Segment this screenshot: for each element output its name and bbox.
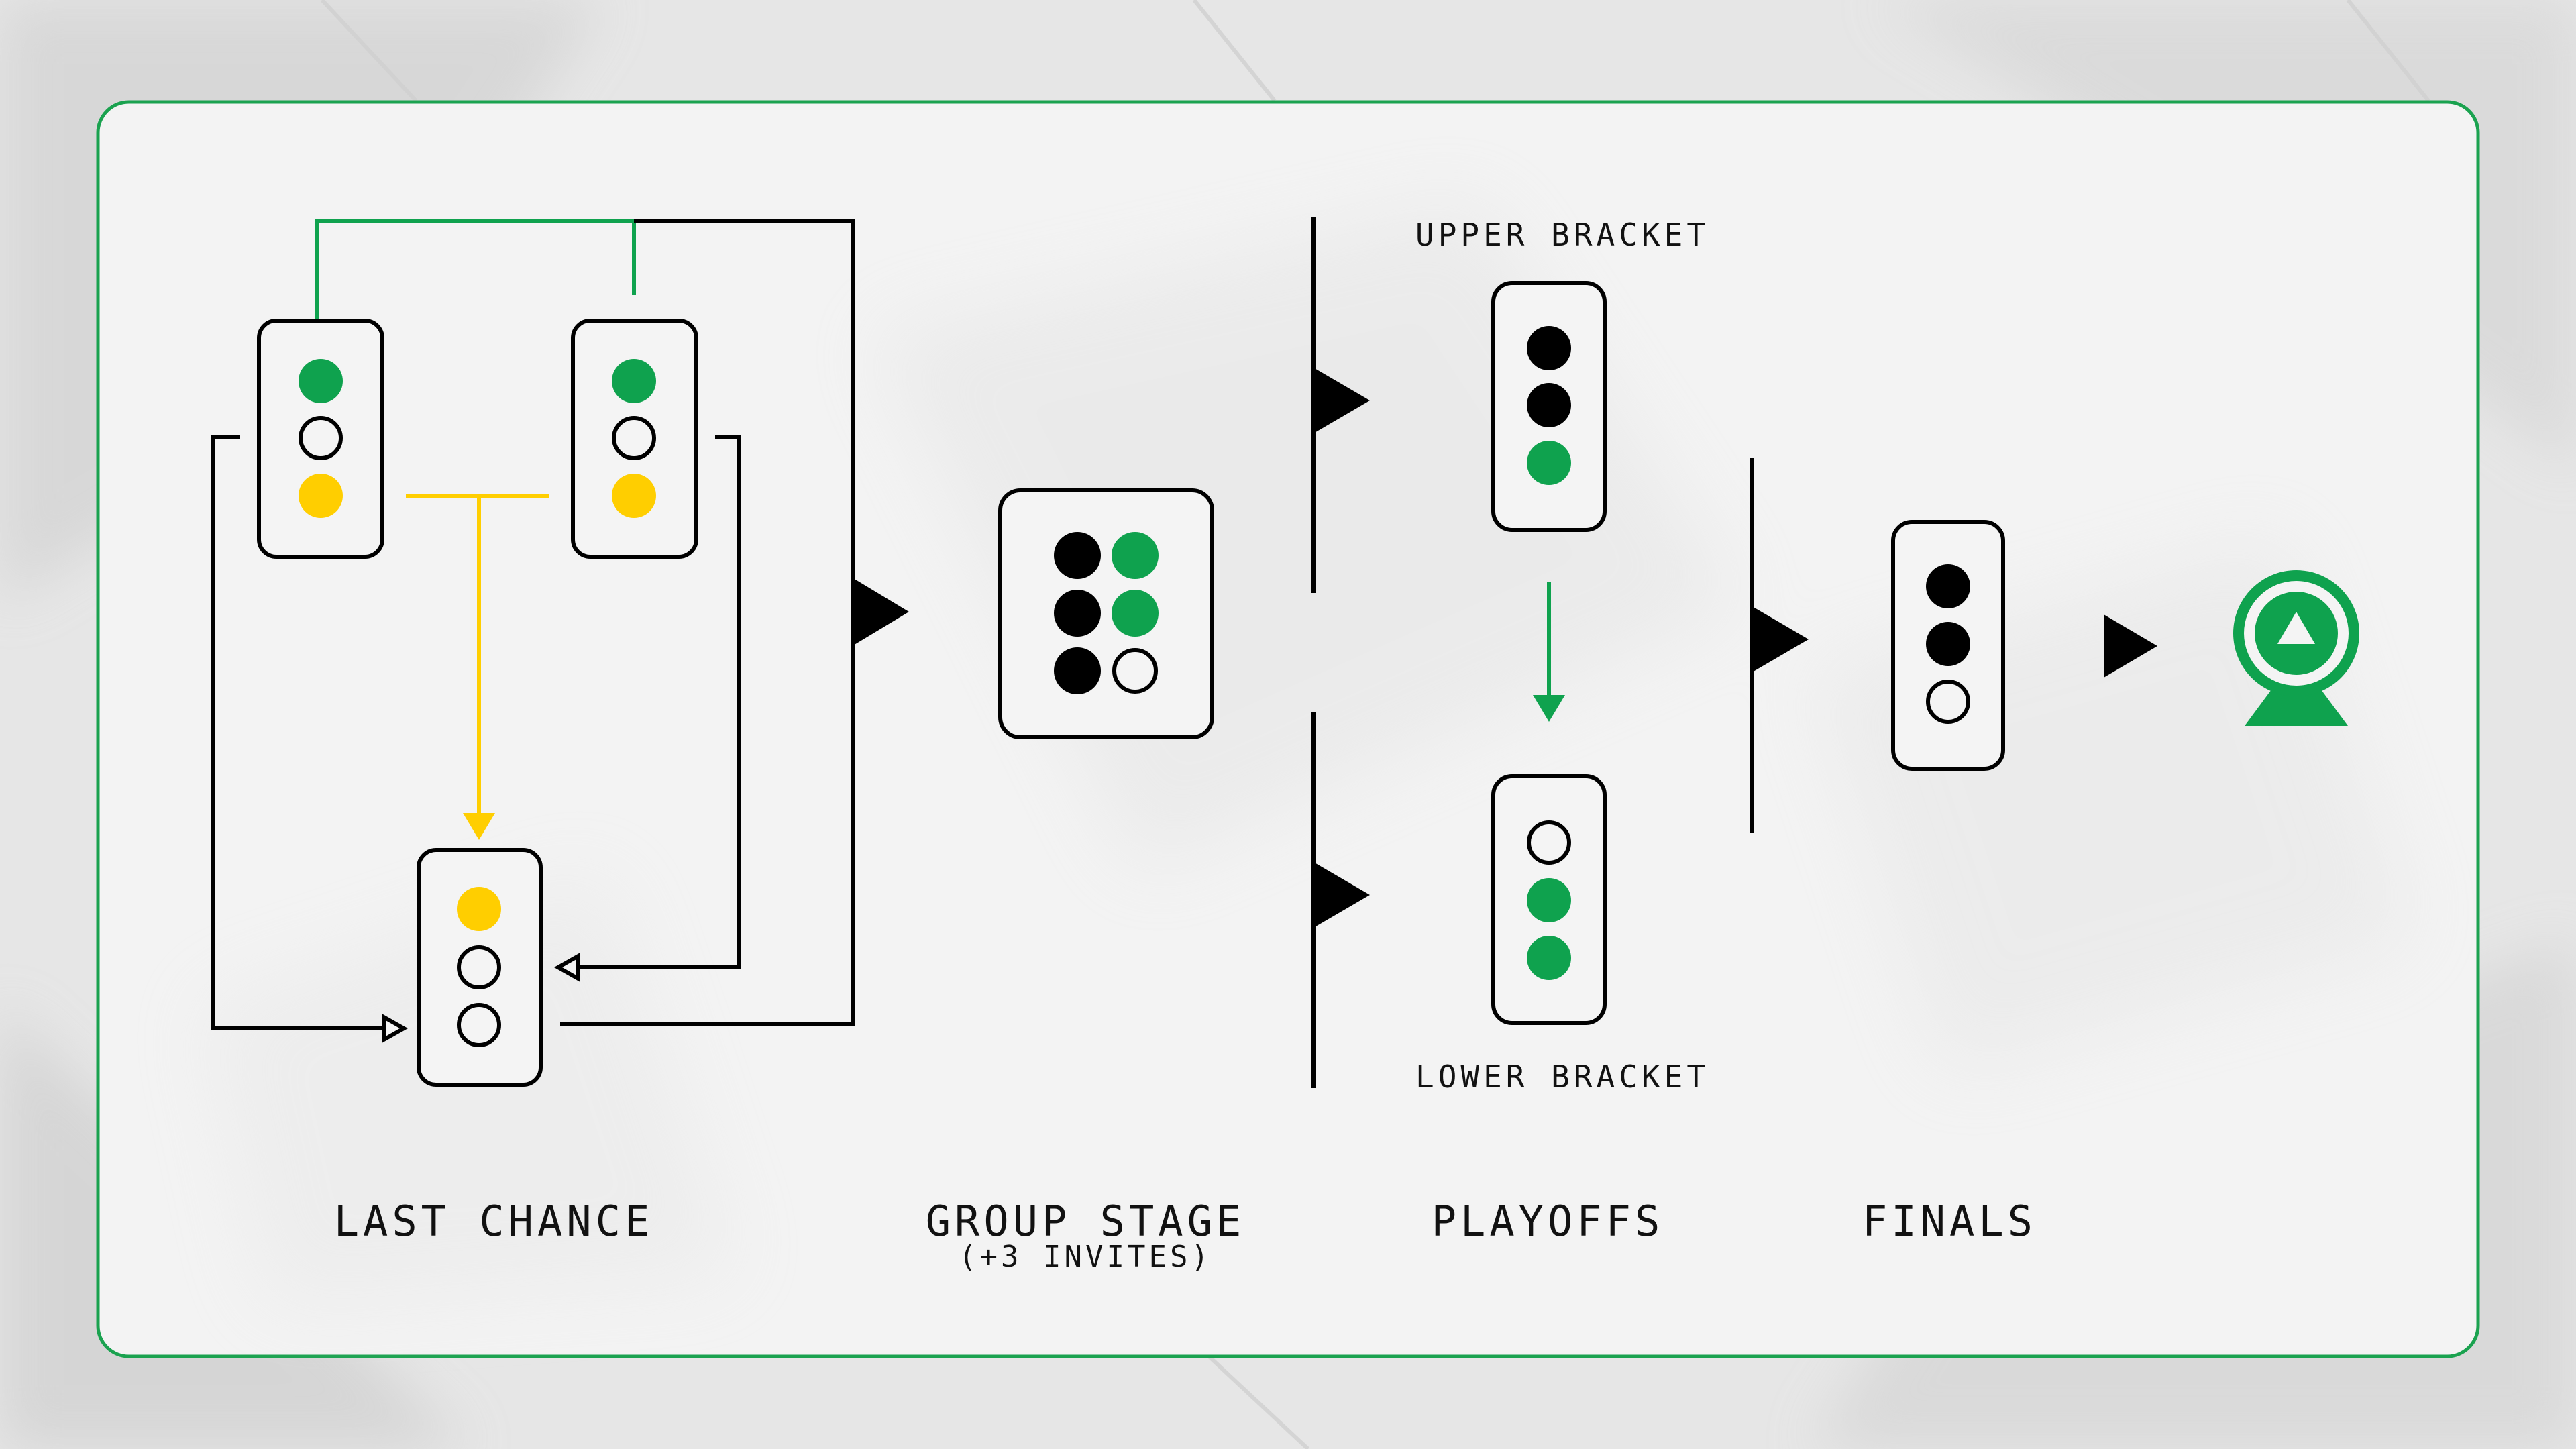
dot-green [1112, 532, 1159, 579]
group-stage-label: GROUP STAGE [925, 1197, 1246, 1246]
dot-green [1527, 878, 1571, 922]
play-triangle-icon [1313, 862, 1370, 928]
dot-empty [457, 945, 501, 989]
dot-yellow [299, 474, 343, 518]
dot-green [299, 359, 343, 403]
finals-box [1891, 520, 2005, 771]
playoffs-label: PLAYOFFS [1431, 1197, 1664, 1246]
upper-bracket-label: UPPER BRACKET [1415, 217, 1710, 253]
dot-empty [1112, 648, 1158, 694]
finals-label: FINALS [1862, 1197, 2037, 1246]
group-stage-box [998, 488, 1214, 739]
dot-green [1527, 441, 1571, 485]
dot-black [1926, 622, 1970, 666]
dot-empty [1527, 820, 1571, 865]
play-triangle-icon [1752, 606, 1809, 672]
last-chance-box-c [417, 848, 543, 1087]
dot-yellow [612, 474, 656, 518]
play-triangle-icon [2104, 614, 2157, 678]
green-connector-top [315, 219, 636, 322]
dot-empty [457, 1003, 501, 1047]
dot-black [1054, 532, 1101, 579]
last-chance-label: LAST CHANCE [333, 1197, 654, 1246]
dot-green [612, 359, 656, 403]
dot-green [1112, 590, 1159, 637]
dot-empty [299, 416, 343, 460]
dot-empty [1926, 680, 1970, 724]
dot-yellow [457, 887, 501, 931]
yellow-connector [406, 494, 549, 815]
playoffs-lower-box [1491, 774, 1607, 1025]
dot-black [1527, 383, 1571, 427]
play-triangle-icon [1313, 368, 1370, 433]
last-chance-box-b [571, 319, 698, 559]
play-triangle-icon [853, 578, 909, 645]
dot-empty [612, 416, 656, 460]
hollow-arrowhead-right [553, 952, 580, 983]
loser-path-left [211, 435, 384, 1030]
hollow-arrowhead-left [382, 1013, 409, 1044]
dot-black [1054, 647, 1101, 694]
dot-black [1926, 564, 1970, 608]
green-arrowhead [1533, 695, 1565, 722]
loser-path-right [578, 435, 741, 969]
lower-bracket-label: LOWER BRACKET [1415, 1059, 1710, 1095]
group-stage-note: (+3 INVITES) [959, 1240, 1212, 1274]
dot-green [1527, 936, 1571, 980]
dot-black [1054, 590, 1101, 637]
yellow-arrowhead [463, 813, 495, 840]
last-chance-box-a [257, 319, 384, 559]
trophy-icon [2233, 570, 2359, 726]
playoffs-upper-box [1491, 281, 1607, 532]
dot-black [1527, 326, 1571, 370]
